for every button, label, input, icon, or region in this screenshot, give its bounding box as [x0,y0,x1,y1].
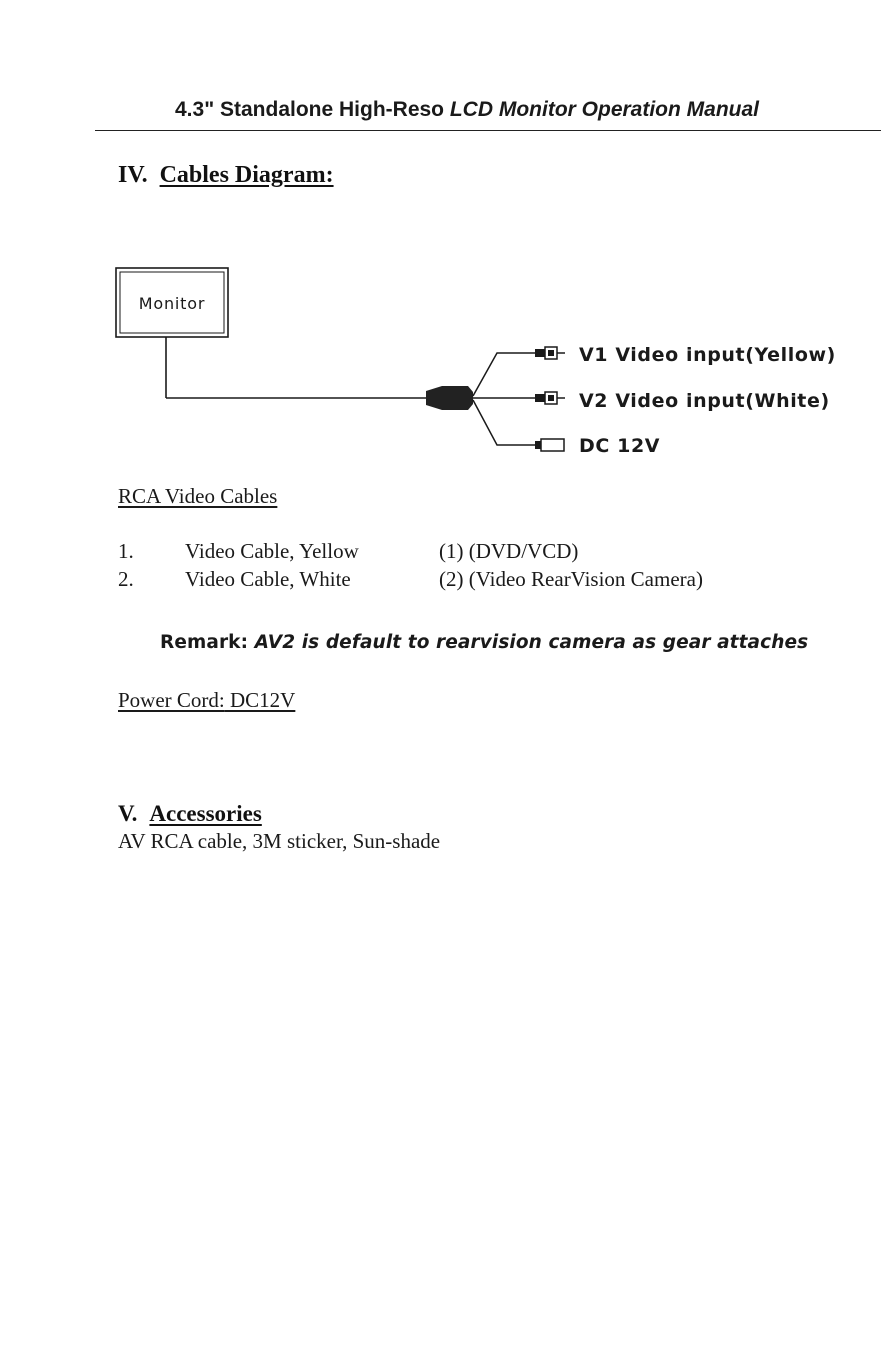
section-4-title: Cables Diagram: [159,162,334,188]
section-4-heading: IV. Cables Diagram: [118,162,334,189]
section-5-heading: V. Accessories [118,801,262,827]
remark-text: is default to rearvision camera as gear … [301,632,809,653]
branch-v1 [472,352,535,397]
output-label-v2: V2 Video input(White) [579,390,830,412]
monitor-box-outer [115,267,229,338]
rca-plug-v2-icon [535,391,565,405]
power-cord-label: Power Cord: [118,688,225,712]
branch-dc [472,399,535,446]
power-cord-line: Power Cord: DC12V [118,688,295,713]
monitor-box-inner [119,271,225,334]
rca-plug-v1-icon [535,346,565,360]
rca-item-1-use: (1) (DVD/VCD) [439,539,579,563]
accessories-list: AV RCA cable, 3M sticker, Sun-shade [118,829,441,853]
cables-diagram: Monitor V1 Video input(Yellow) [115,267,836,457]
header-title-regular: 4.3" Standalone High-Reso [175,98,445,121]
output-label-dc: DC 12V [579,435,660,457]
splitter-hub [426,386,473,410]
header-title-italic: LCD Monitor Operation Manual [449,98,760,121]
output-label-v1: V1 Video input(Yellow) [579,344,836,366]
dc-plug-icon [535,438,565,452]
rca-item-2-use: (2) (Video RearVision Camera) [439,567,703,591]
remark-label: Remark: [160,632,249,653]
rca-item-2-number: 2. [118,567,134,591]
rca-item-1-number: 1. [118,539,134,563]
section-4-number: IV. [118,162,148,188]
page-header: 4.3" Standalone High-Reso LCD Monitor Op… [175,98,759,122]
rca-heading: RCA Video Cables [118,484,278,508]
monitor-label: Monitor [139,294,205,313]
section-5-title: Accessories [149,801,262,826]
rca-item-2-cable: Video Cable, White [185,567,351,591]
remark-line: Remark: AV2 is default to rearvision cam… [160,632,808,653]
remark-av2: AV2 [254,632,296,653]
section-5-number: V. [118,801,138,826]
header-rule [95,130,881,131]
rca-item-1-cable: Video Cable, Yellow [185,539,359,563]
power-cord-value: DC12V [230,688,296,712]
